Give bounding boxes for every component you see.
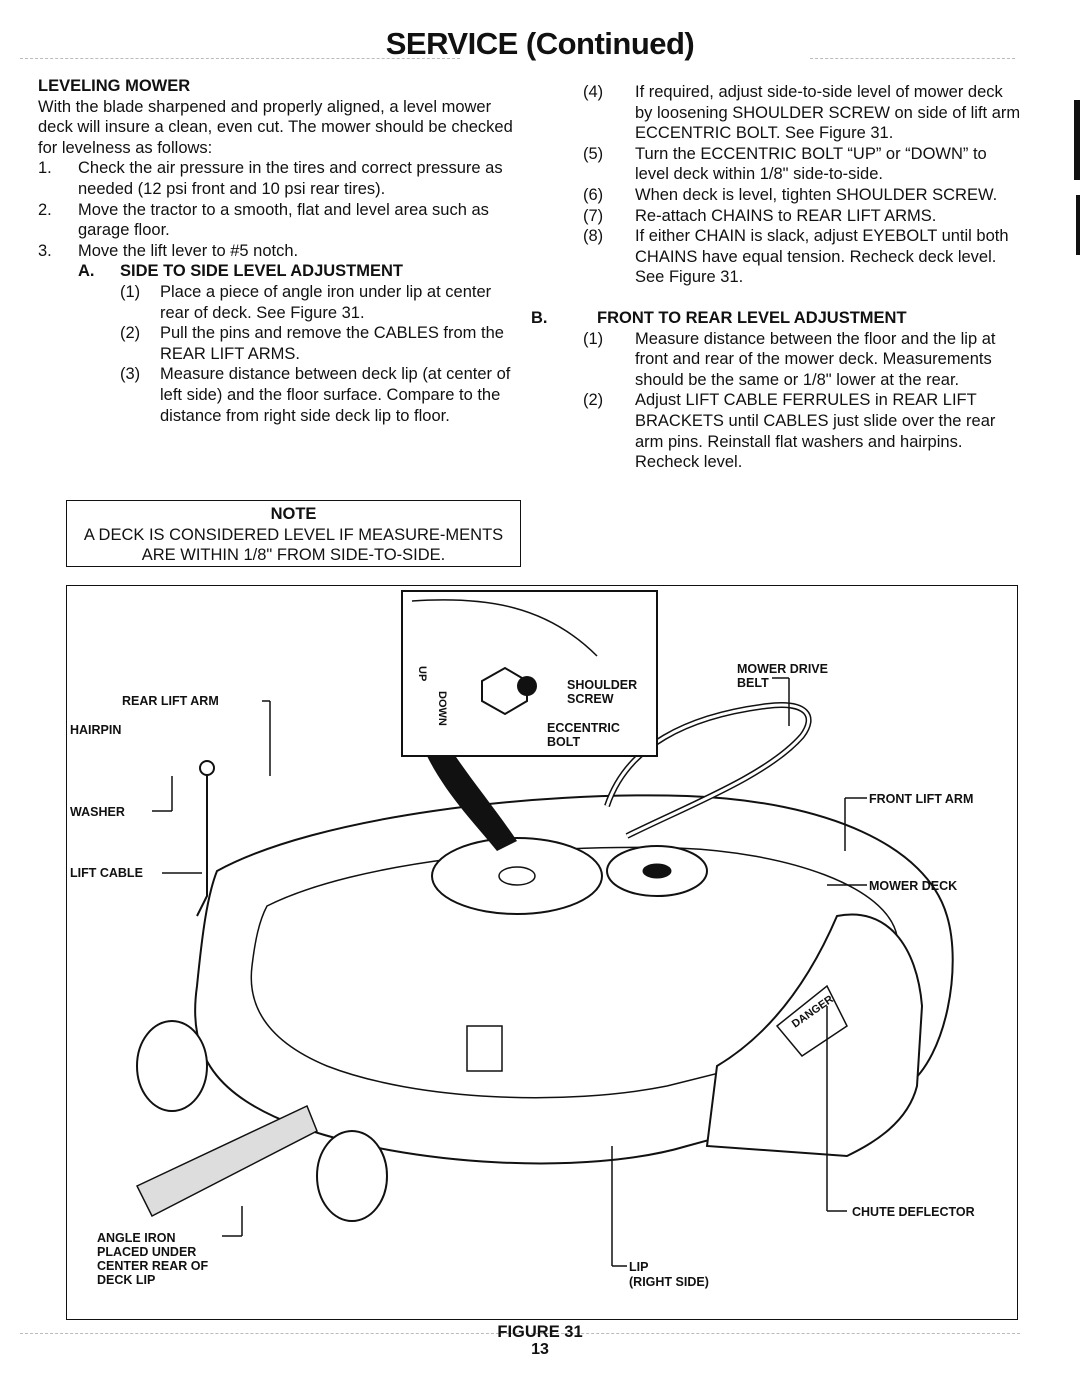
shoulder-screw-shape xyxy=(517,676,537,696)
header-rule xyxy=(810,58,1015,59)
list-item: (5) Turn the ECCENTRIC BOLT “UP” or “DOW… xyxy=(583,144,1023,185)
item-text: Place a piece of angle iron under lip at… xyxy=(160,282,492,322)
lift-cable-shape xyxy=(196,766,208,917)
gauge-wheel-left xyxy=(136,1020,208,1112)
subsection-heading: B. FRONT TO REAR LEVEL ADJUSTMENT xyxy=(531,308,1023,329)
item-number: (2) xyxy=(583,391,604,410)
step-text: Move the tractor to a smooth, flat and l… xyxy=(78,200,489,240)
step-text: Move the lift lever to #5 notch. xyxy=(78,241,299,260)
subsection-title: SIDE TO SIDE LEVEL ADJUSTMENT xyxy=(120,262,403,281)
page-edge-mark xyxy=(1074,100,1080,180)
step-number: 1. xyxy=(38,159,52,178)
list-item: (1) Measure distance between the floor a… xyxy=(583,329,1023,391)
callout-front-lift-arm: FRONT LIFT ARM xyxy=(869,792,974,806)
note-title: NOTE xyxy=(270,505,317,523)
list-item: 1. Check the air pressure in the tires a… xyxy=(38,158,518,199)
belt-band xyxy=(427,751,517,851)
item-number: (5) xyxy=(583,144,604,163)
callout-lip: LIP xyxy=(629,1260,649,1274)
list-item: (6) When deck is level, tighten SHOULDER… xyxy=(583,185,1023,206)
step-number: 3. xyxy=(38,241,52,260)
list-item: (2) Pull the pins and remove the CABLES … xyxy=(120,323,518,364)
page-number: 13 xyxy=(531,1341,549,1358)
item-text: Measure distance between deck lip (at ce… xyxy=(160,365,511,425)
inset-up-label: UP xyxy=(416,666,428,681)
figure-caption: FIGURE 31 xyxy=(497,1323,583,1341)
list-item: 3. Move the lift lever to #5 notch. xyxy=(38,241,518,262)
callout-eccentric-bolt: ECCENTRIC BOLT xyxy=(547,721,620,749)
figure-31: DANGER UP DOWN REAR LIFT A xyxy=(66,585,1018,1320)
right-column: (4) If required, adjust side-to-side lev… xyxy=(531,82,1023,473)
footer-rule xyxy=(20,1333,1020,1334)
callout-rear-lift-arm: REAR LIFT ARM xyxy=(122,694,219,708)
list-item: (4) If required, adjust side-to-side lev… xyxy=(583,82,1023,144)
subsection-heading: A. SIDE TO SIDE LEVEL ADJUSTMENT xyxy=(78,261,518,282)
item-number: (1) xyxy=(120,282,141,301)
item-text: Re-attach CHAINS to REAR LIFT ARMS. xyxy=(635,206,937,225)
step-number: 2. xyxy=(38,200,52,219)
intro-paragraph: With the blade sharpened and properly al… xyxy=(38,97,513,157)
washer-shape xyxy=(199,760,215,776)
page-title: SERVICE (Continued) xyxy=(385,26,695,61)
list-item: (3) Measure distance between deck lip (a… xyxy=(120,364,518,426)
item-text: Pull the pins and remove the CABLES from… xyxy=(160,324,504,363)
callout-chute-deflector: CHUTE DEFLECTOR xyxy=(852,1205,975,1219)
section-heading: LEVELING MOWER xyxy=(38,77,191,95)
item-number: (2) xyxy=(120,324,141,343)
callout-right-side: (RIGHT SIDE) xyxy=(629,1275,709,1289)
callout-hairpin: HAIRPIN xyxy=(70,723,122,737)
list-item: (8) If either CHAIN is slack, adjust EYE… xyxy=(583,226,1023,288)
item-number: (7) xyxy=(583,206,604,225)
item-number: (8) xyxy=(583,227,604,246)
item-text: Measure distance between the floor and t… xyxy=(635,329,996,389)
callout-mower-drive-belt: MOWER DRIVE BELT xyxy=(737,662,828,690)
item-number: (6) xyxy=(583,185,604,204)
left-column: LEVELING MOWER With the blade sharpened … xyxy=(38,76,518,426)
item-number: (1) xyxy=(583,329,604,348)
item-text: Adjust LIFT CABLE FERRULES in REAR LIFT … xyxy=(635,391,996,472)
subsection-a: A. SIDE TO SIDE LEVEL ADJUSTMENT (1) Pla… xyxy=(78,261,518,426)
callout-shoulder-screw: SHOULDER SCREW xyxy=(567,678,638,706)
subsection-letter: B. xyxy=(531,308,548,327)
item-text: Turn the ECCENTRIC BOLT “UP” or “DOWN” t… xyxy=(635,144,987,184)
inset-down-label: DOWN xyxy=(436,691,448,726)
header-rule xyxy=(20,58,460,59)
list-item: 2. Move the tractor to a smooth, flat an… xyxy=(38,200,518,241)
item-text: If either CHAIN is slack, adjust EYEBOLT… xyxy=(635,227,1009,287)
eccentric-bolt-shape xyxy=(481,666,528,716)
item-text: If required, adjust side-to-side level o… xyxy=(635,83,1021,143)
list-item: (1) Place a piece of angle iron under li… xyxy=(120,282,518,323)
rear-bracket-shape xyxy=(466,1025,503,1072)
list-item: (7) Re-attach CHAINS to REAR LIFT ARMS. xyxy=(583,206,1023,227)
step-text: Check the air pressure in the tires and … xyxy=(78,159,503,198)
callout-angle-iron: ANGLE IRON PLACED UNDER CENTER REAR OF D… xyxy=(97,1231,209,1287)
item-text: When deck is level, tighten SHOULDER SCR… xyxy=(635,185,998,204)
danger-decal-shape xyxy=(775,984,848,1057)
subsection-title: FRONT TO REAR LEVEL ADJUSTMENT xyxy=(597,308,907,327)
item-number: (4) xyxy=(583,83,604,101)
callout-mower-deck: MOWER DECK xyxy=(869,879,958,893)
callout-lift-cable: LIFT CABLE xyxy=(70,866,143,880)
page-edge-mark xyxy=(1076,195,1080,255)
angle-iron-shape xyxy=(135,1104,318,1218)
pulley-hub xyxy=(498,866,536,886)
gauge-wheel-right xyxy=(316,1130,388,1222)
mower-deck-illustration: DANGER UP DOWN xyxy=(135,590,954,1267)
subsection-letter: A. xyxy=(78,262,95,281)
callout-washer: WASHER xyxy=(70,805,125,819)
inset-detail-line xyxy=(411,599,598,657)
idler-hub xyxy=(642,863,672,879)
inset-detail-box xyxy=(401,590,658,757)
note-text: A DECK IS CONSIDERED LEVEL IF MEASURE-ME… xyxy=(83,525,504,565)
list-item: (2) Adjust LIFT CABLE FERRULES in REAR L… xyxy=(583,390,1023,472)
note-box: NOTE A DECK IS CONSIDERED LEVEL IF MEASU… xyxy=(66,500,521,567)
item-number: (3) xyxy=(120,365,141,384)
